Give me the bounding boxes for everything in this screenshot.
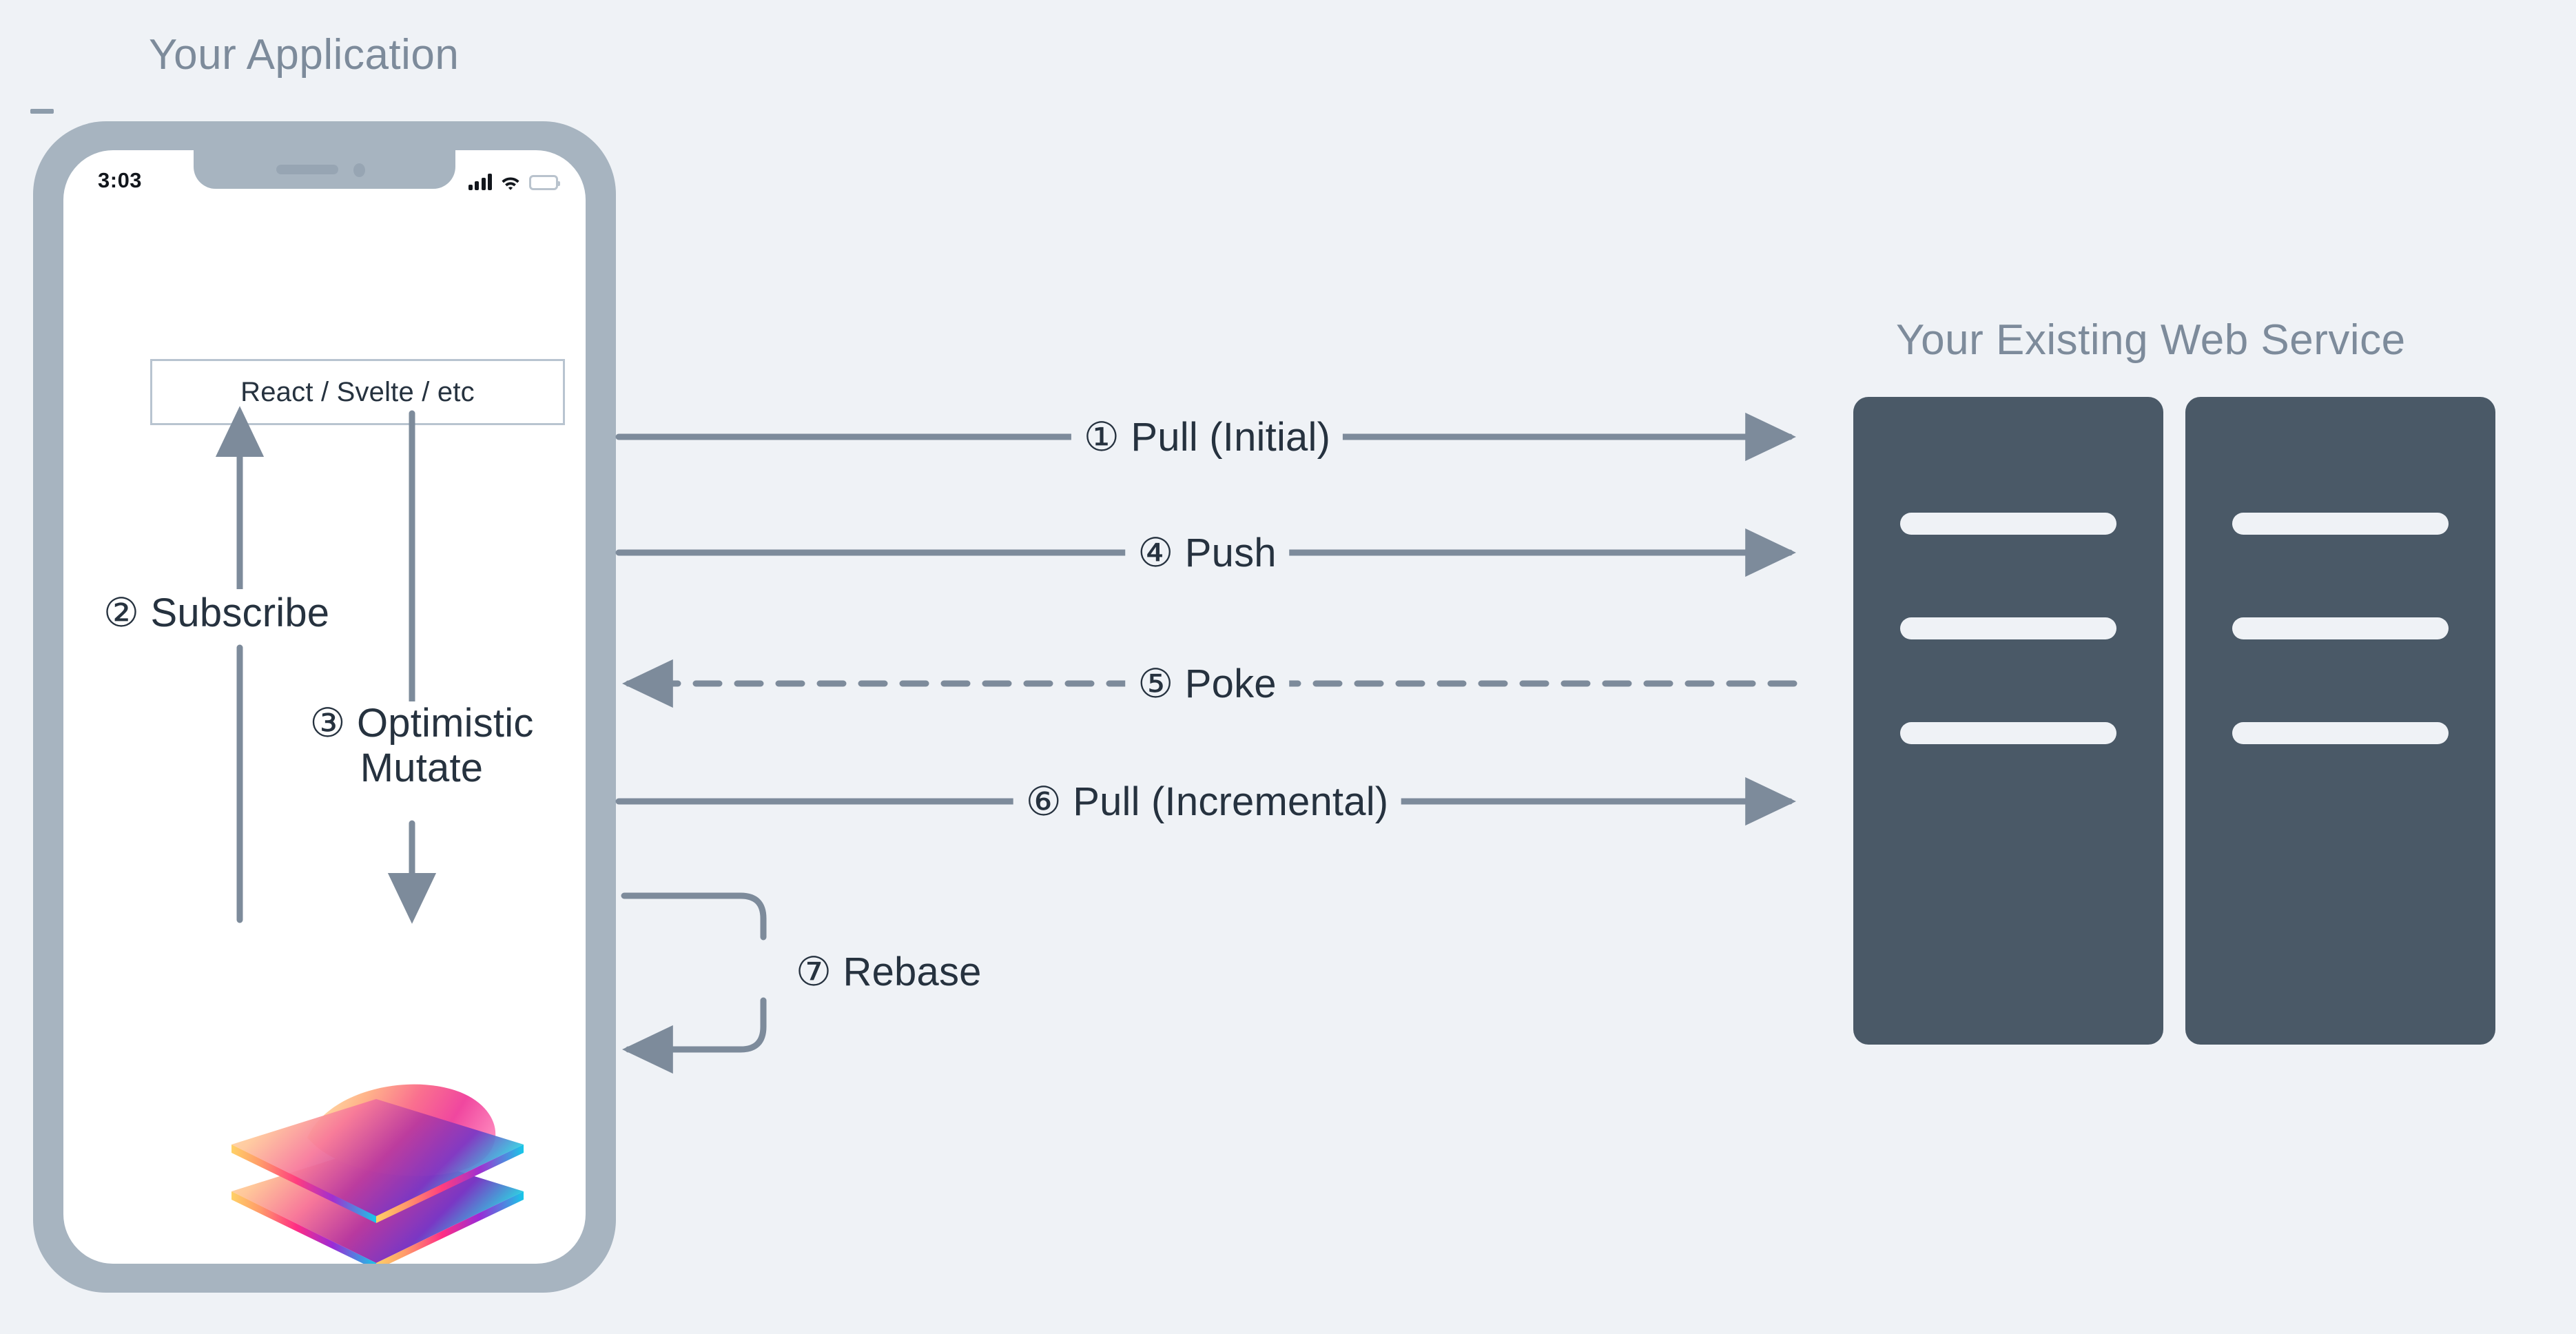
flow-line-rebase-bottom xyxy=(621,997,767,1074)
flow-label-rebase: ⑦ Rebase xyxy=(796,948,994,995)
battery-icon xyxy=(529,175,560,190)
server-bar xyxy=(2232,513,2449,535)
server-bar xyxy=(2232,722,2449,744)
flow-label-subscribe-text: ② xyxy=(103,591,151,635)
flow-label-optimistic-mutate: ③ Optimistic Mutate xyxy=(270,701,573,791)
status-icon-group xyxy=(468,167,560,190)
phone-notch xyxy=(194,150,455,189)
signal-icon xyxy=(468,174,492,190)
flow-label-subscribe: ② Subscribe xyxy=(96,589,337,636)
replicache-layers-icon xyxy=(226,1056,529,1264)
flow-label-pull-initial: ① Pull (Initial) xyxy=(1071,413,1343,460)
server-rack-2 xyxy=(2185,397,2495,1045)
framework-box-label: React / Svelte / etc xyxy=(240,376,475,407)
flow-label-pull-incremental: ⑥ Pull (Incremental) xyxy=(1013,778,1401,825)
wifi-icon xyxy=(500,174,521,190)
flow-label-push: ④ Push xyxy=(1125,529,1289,576)
status-time: 3:03 xyxy=(98,168,143,192)
flow-label-poke: ⑤ Poke xyxy=(1125,660,1289,707)
your-application-title: Your Application xyxy=(149,31,460,79)
front-camera-icon xyxy=(353,163,365,177)
server-bar xyxy=(1900,617,2116,639)
speaker-grill-icon xyxy=(276,165,338,174)
flow-line-rebase-top xyxy=(621,892,767,941)
server-rack-1 xyxy=(1853,397,2163,1045)
your-existing-web-service-title: Your Existing Web Service xyxy=(1896,316,2406,364)
status-bar: 3:03 xyxy=(63,165,586,196)
server-bar xyxy=(1900,513,2116,535)
server-bar xyxy=(1900,722,2116,744)
decorative-dash xyxy=(30,109,54,114)
server-bar xyxy=(2232,617,2449,639)
framework-box: React / Svelte / etc xyxy=(150,359,565,425)
